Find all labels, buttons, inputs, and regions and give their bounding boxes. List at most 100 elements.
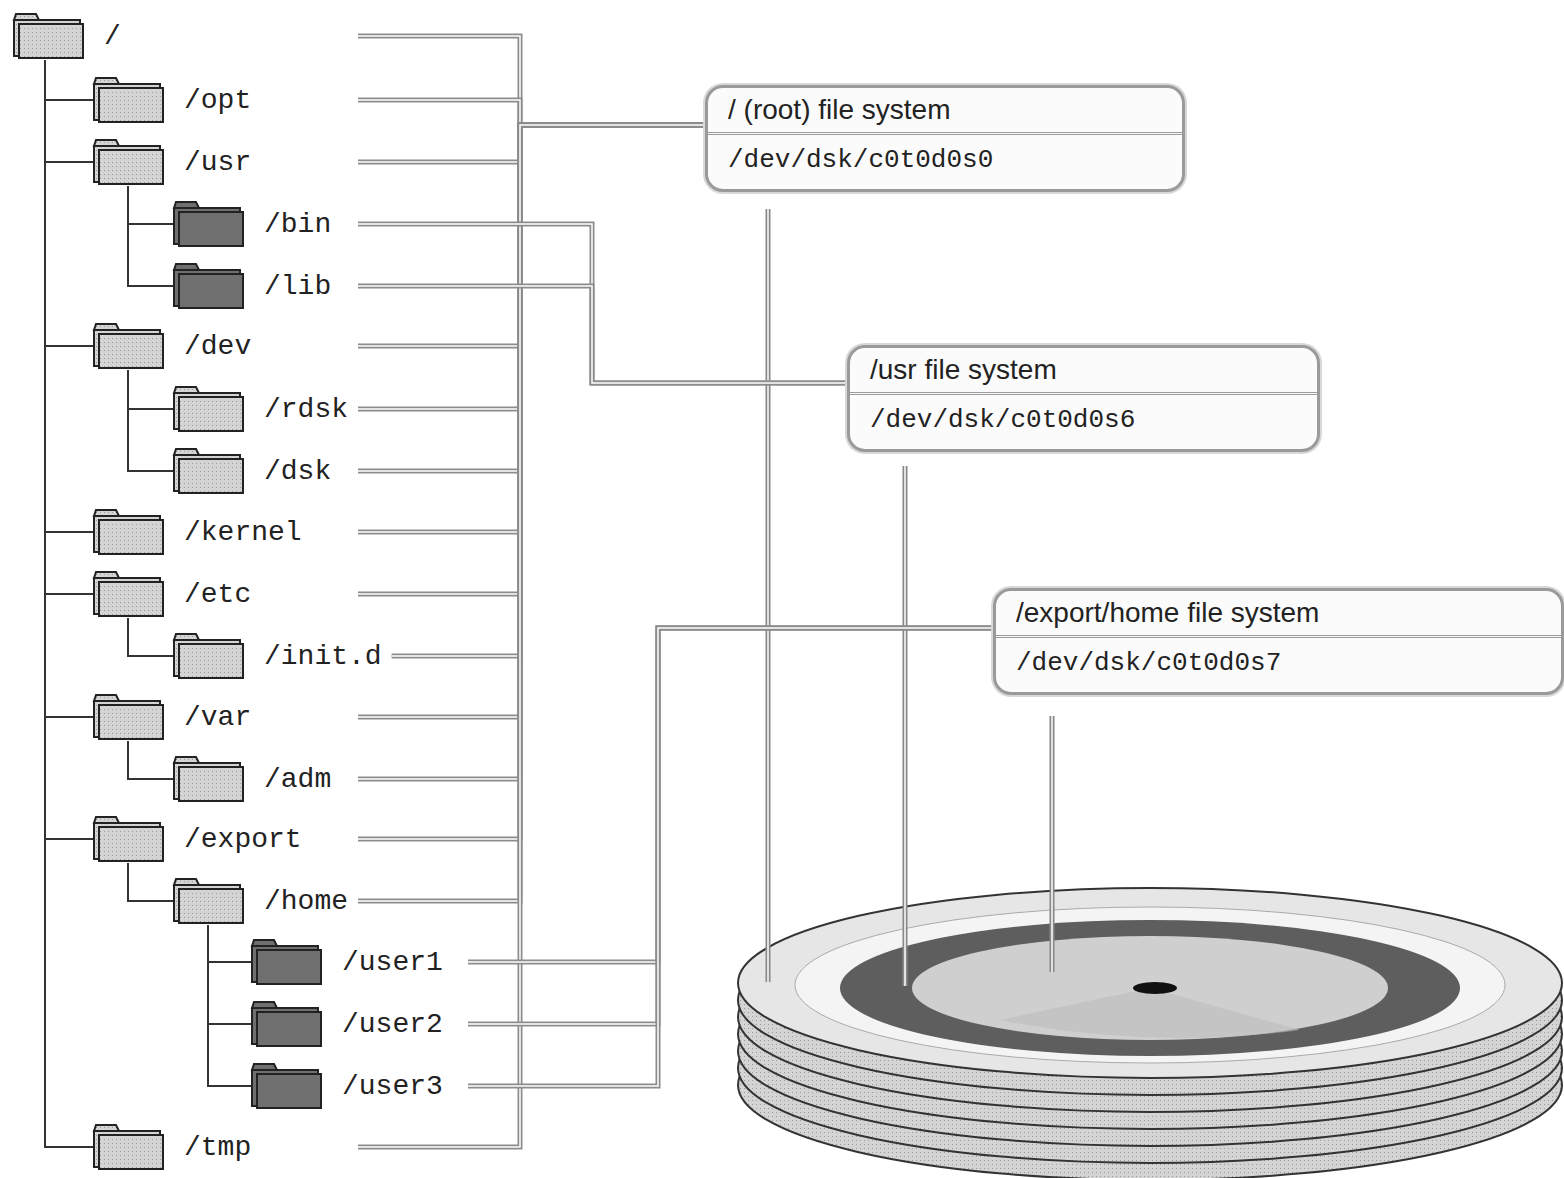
connector bbox=[128, 370, 174, 409]
folder-icon bbox=[92, 138, 166, 186]
connector bbox=[358, 125, 705, 409]
folder-icon bbox=[172, 262, 246, 310]
folder-icon bbox=[172, 385, 246, 433]
directory: /usr bbox=[92, 138, 253, 186]
connector bbox=[208, 925, 252, 1086]
directory: /kernel bbox=[92, 508, 304, 556]
directory: /adm bbox=[172, 755, 333, 803]
connector bbox=[208, 925, 252, 1024]
connector bbox=[392, 125, 705, 656]
directory: /lib bbox=[172, 262, 333, 310]
folder-icon bbox=[92, 815, 166, 863]
connector bbox=[358, 36, 705, 125]
connector bbox=[358, 125, 705, 717]
folder-icon bbox=[250, 1062, 324, 1110]
directory: /home bbox=[172, 877, 350, 925]
disk-platters bbox=[738, 888, 1562, 1178]
directory-name: /dev bbox=[182, 331, 253, 362]
directory: / bbox=[12, 12, 123, 60]
connector bbox=[128, 186, 174, 224]
directory-name: /adm bbox=[262, 764, 333, 795]
connector bbox=[358, 125, 705, 839]
folder-icon bbox=[172, 200, 246, 248]
device-path: /dev/dsk/c0t0d0s0 bbox=[708, 135, 1182, 189]
folder-icon bbox=[92, 570, 166, 618]
directory: /export bbox=[92, 815, 304, 863]
folder-icon bbox=[92, 508, 166, 556]
connector bbox=[45, 60, 94, 100]
directory-name: /init.d bbox=[262, 641, 384, 672]
folder-icon bbox=[92, 1123, 166, 1171]
directory: /dev bbox=[92, 322, 253, 370]
directory: /init.d bbox=[172, 632, 384, 680]
file-system-box: /usr file system/dev/dsk/c0t0d0s6 bbox=[847, 345, 1320, 452]
directory-name: /etc bbox=[182, 579, 253, 610]
directory-name: /home bbox=[262, 886, 350, 917]
directory-name: /user1 bbox=[340, 947, 445, 978]
folder-icon bbox=[172, 632, 246, 680]
directory: /var bbox=[92, 693, 253, 741]
directory-name: /user2 bbox=[340, 1009, 445, 1040]
connector bbox=[45, 60, 94, 1147]
directory-name: /usr bbox=[182, 147, 253, 178]
connector bbox=[358, 125, 705, 346]
connector bbox=[358, 125, 705, 532]
connector bbox=[128, 370, 174, 471]
folder-icon bbox=[92, 322, 166, 370]
directory-name: / bbox=[102, 21, 123, 52]
connector bbox=[45, 60, 94, 162]
connector bbox=[358, 125, 705, 162]
directory: /opt bbox=[92, 76, 253, 124]
folder-icon bbox=[172, 755, 246, 803]
connector bbox=[358, 125, 705, 1147]
directory: /dsk bbox=[172, 447, 333, 495]
folder-icon bbox=[92, 76, 166, 124]
connector bbox=[468, 628, 993, 1086]
file-system-name: /usr file system bbox=[850, 348, 1317, 395]
connector bbox=[45, 60, 94, 532]
connector bbox=[45, 60, 94, 594]
folder-icon bbox=[250, 1000, 324, 1048]
directory-name: /kernel bbox=[182, 517, 304, 548]
folder-icon bbox=[92, 693, 166, 741]
directory-name: /opt bbox=[182, 85, 253, 116]
directory: /user3 bbox=[250, 1062, 445, 1110]
folder-icon bbox=[172, 877, 246, 925]
connector bbox=[358, 224, 847, 383]
connector bbox=[45, 60, 94, 839]
directory-name: /dsk bbox=[262, 456, 333, 487]
directory: /rdsk bbox=[172, 385, 350, 433]
connector bbox=[128, 863, 174, 901]
connector bbox=[468, 628, 993, 1024]
directory-name: /export bbox=[182, 824, 304, 855]
connector bbox=[128, 741, 174, 779]
folder-icon bbox=[250, 938, 324, 986]
connector bbox=[358, 286, 847, 383]
directory-name: /lib bbox=[262, 271, 333, 302]
directory: /tmp bbox=[92, 1123, 253, 1171]
directory-name: /bin bbox=[262, 209, 333, 240]
connector bbox=[208, 925, 252, 962]
connector bbox=[128, 618, 174, 656]
connector bbox=[358, 125, 705, 471]
directory-name: /tmp bbox=[182, 1132, 253, 1163]
file-system-box: / (root) file system/dev/dsk/c0t0d0s0 bbox=[705, 85, 1185, 192]
directory-name: /var bbox=[182, 702, 253, 733]
connector bbox=[45, 60, 94, 717]
directory: /etc bbox=[92, 570, 253, 618]
connector bbox=[45, 60, 94, 346]
connector bbox=[468, 628, 993, 962]
connector bbox=[358, 125, 705, 594]
directory: /user1 bbox=[250, 938, 445, 986]
folder-icon bbox=[172, 447, 246, 495]
file-system-box: /export/home file system/dev/dsk/c0t0d0s… bbox=[993, 588, 1564, 695]
file-system-name: /export/home file system bbox=[996, 591, 1561, 638]
directory-name: /rdsk bbox=[262, 394, 350, 425]
directory: /user2 bbox=[250, 1000, 445, 1048]
connector bbox=[358, 100, 705, 125]
directory: /bin bbox=[172, 200, 333, 248]
device-path: /dev/dsk/c0t0d0s6 bbox=[850, 395, 1317, 449]
file-system-name: / (root) file system bbox=[708, 88, 1182, 135]
device-path: /dev/dsk/c0t0d0s7 bbox=[996, 638, 1561, 692]
folder-icon bbox=[12, 12, 86, 60]
